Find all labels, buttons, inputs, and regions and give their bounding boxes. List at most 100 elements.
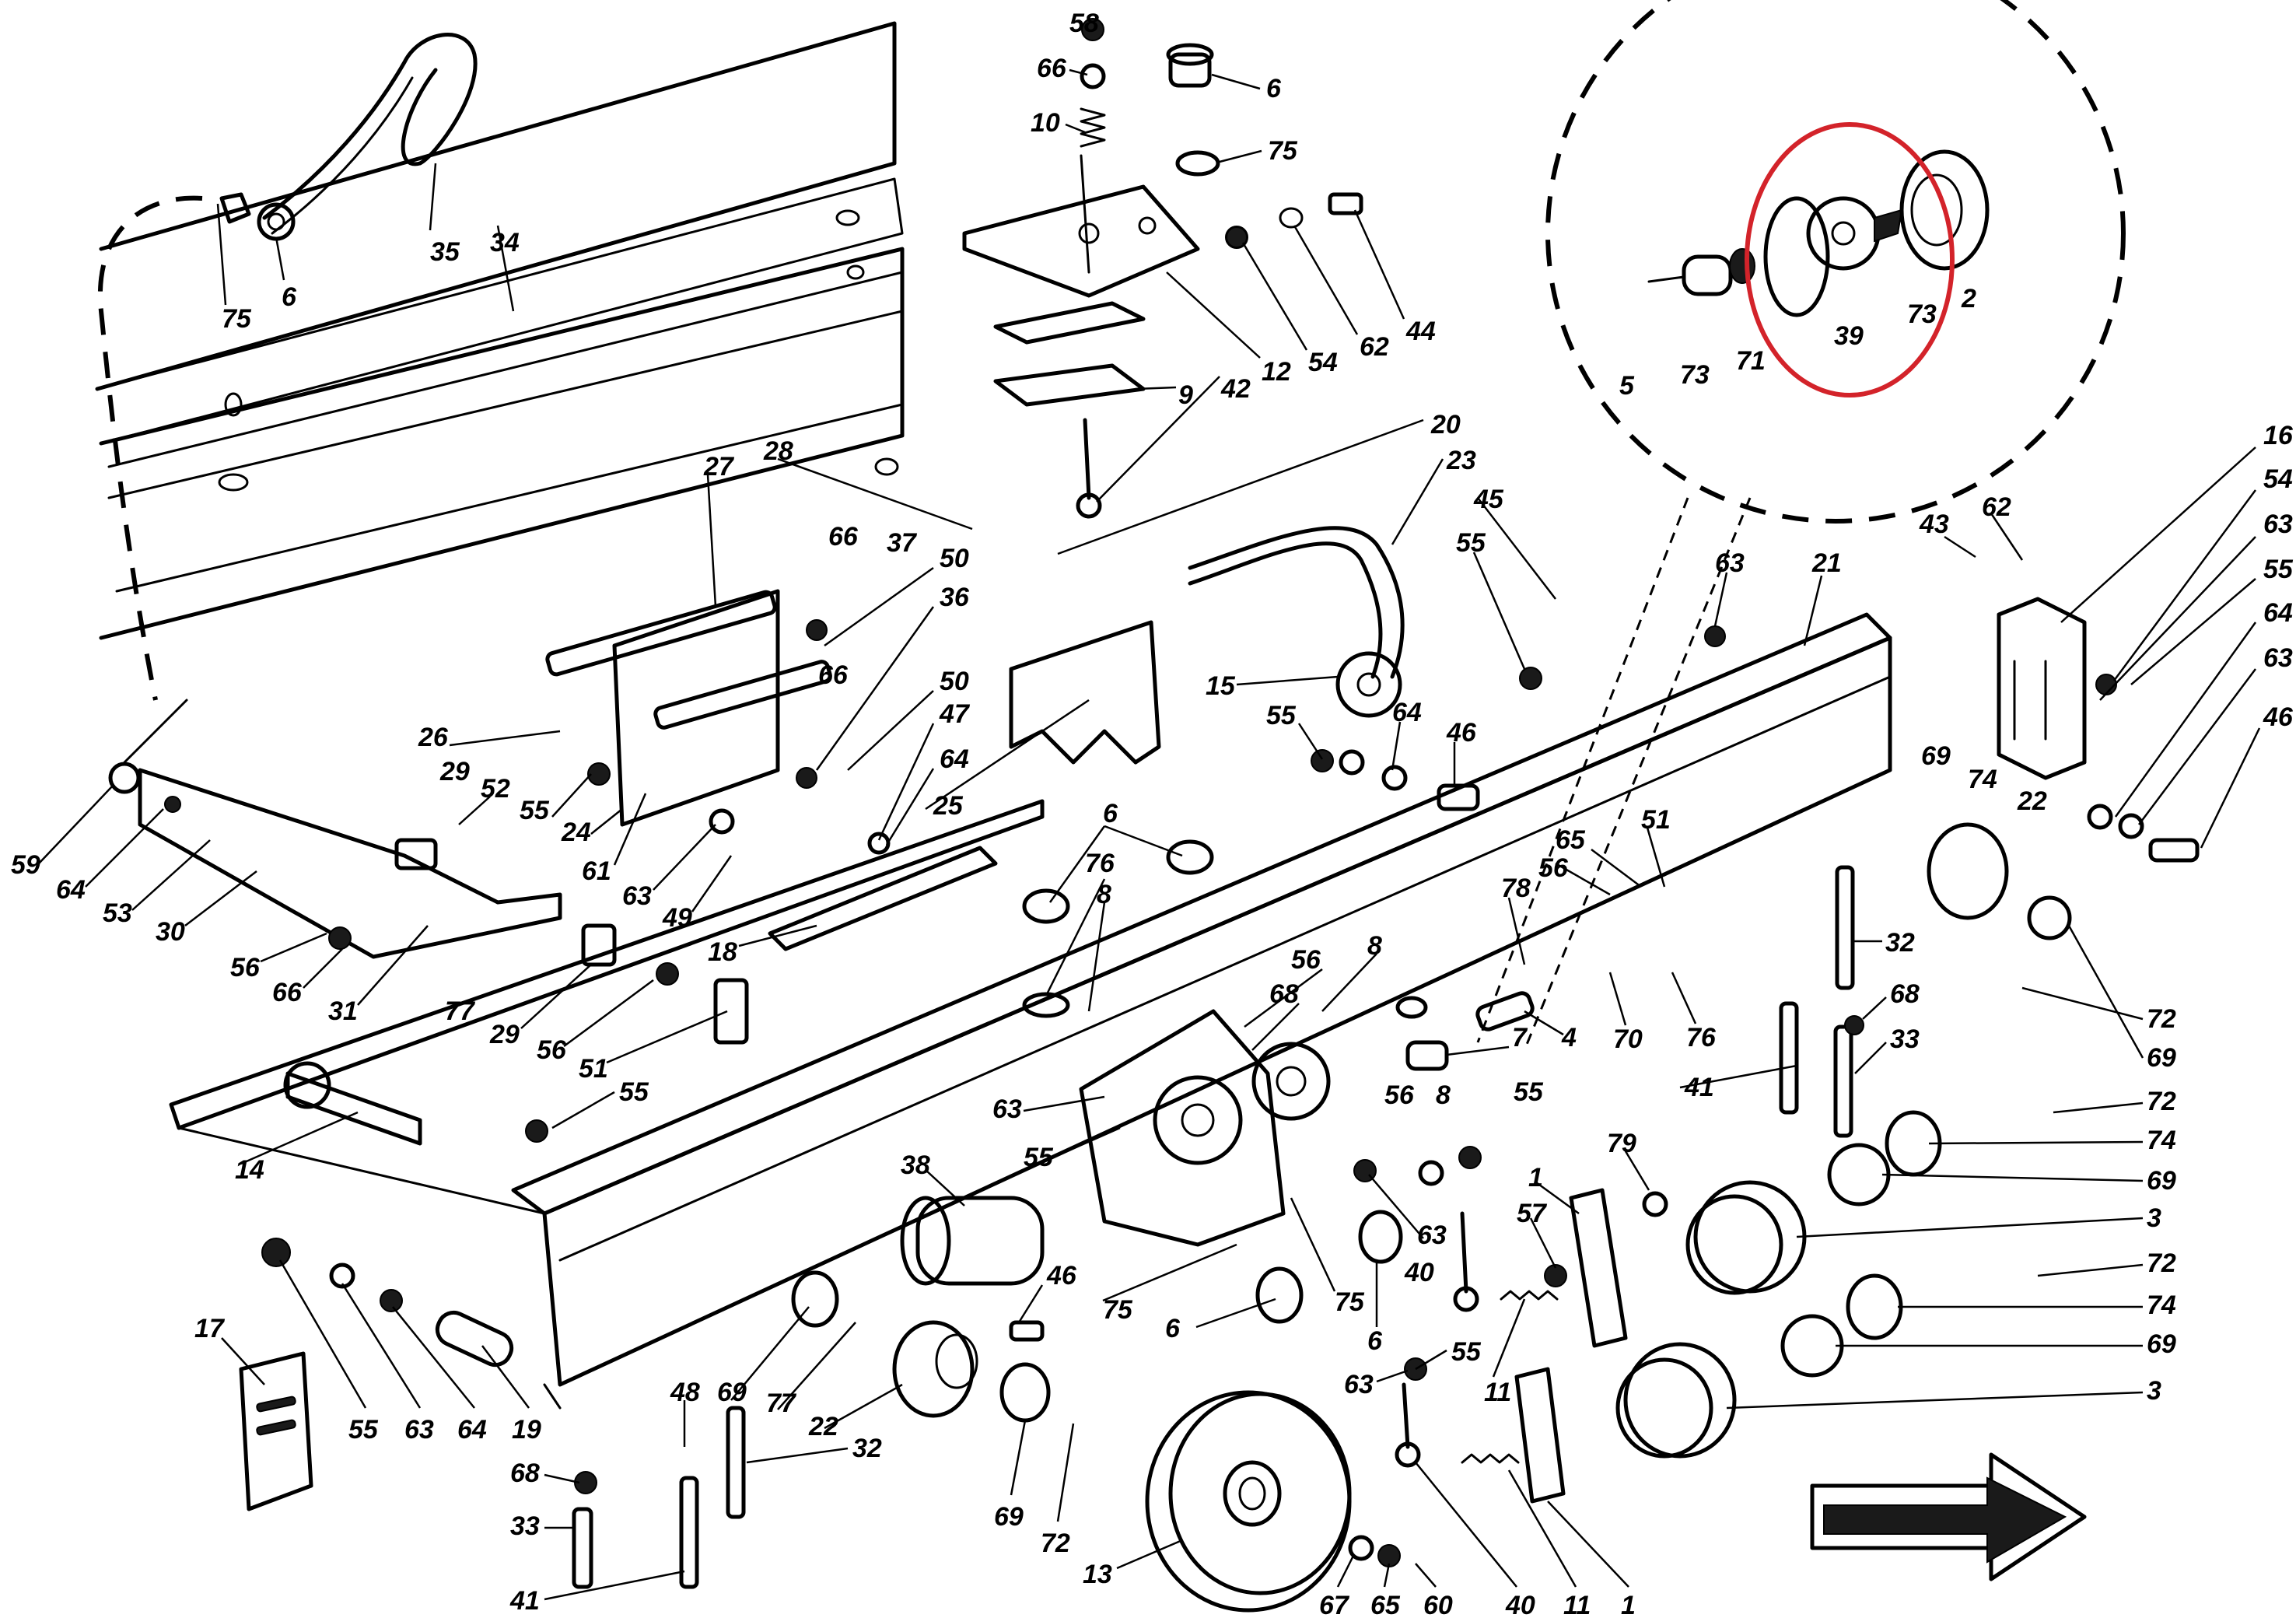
- part-label-26: 26: [418, 723, 449, 752]
- part-label-55: 55: [1514, 1077, 1544, 1107]
- part-label-38: 38: [901, 1150, 930, 1180]
- part-label-49: 49: [662, 903, 692, 933]
- part-label-69: 69: [2147, 1043, 2176, 1073]
- part-label-66: 66: [1037, 54, 1067, 83]
- auger-shaft: [283, 1061, 422, 1146]
- part-label-34: 34: [490, 228, 520, 257]
- part-label-31: 31: [328, 996, 358, 1026]
- cable-coil: [97, 33, 478, 701]
- part-label-62: 62: [1360, 332, 1389, 362]
- sleeve: [435, 1310, 514, 1368]
- part-label-78: 78: [1501, 874, 1531, 903]
- hardware: [108, 226, 2200, 1567]
- part-label-29: 29: [439, 757, 470, 786]
- part-label-50: 50: [940, 544, 969, 573]
- part-label-72: 72: [2147, 1249, 2176, 1278]
- part-label-29: 29: [489, 1020, 520, 1049]
- part-label-55: 55: [1266, 701, 1297, 730]
- part-label-71: 71: [1736, 346, 1766, 376]
- part-label-63: 63: [1417, 1221, 1447, 1250]
- part-label-63: 63: [1715, 548, 1745, 578]
- part-label-46: 46: [2263, 702, 2294, 732]
- part-label-11: 11: [1563, 1591, 1591, 1618]
- part-label-63: 63: [2263, 510, 2293, 539]
- right-bracket: [1997, 597, 2087, 780]
- highlight-ellipse: [1745, 122, 1955, 397]
- gearbox-housing: [900, 1009, 1331, 1286]
- part-label-66: 66: [818, 660, 849, 690]
- part-label-6: 6: [1367, 1326, 1383, 1356]
- part-label-37: 37: [887, 528, 918, 558]
- part-label-74: 74: [2147, 1126, 2176, 1155]
- part-label-57: 57: [1517, 1199, 1548, 1228]
- main-frame-beam: [169, 612, 1892, 1410]
- part-label-2: 2: [1961, 284, 1976, 313]
- knob-assembly-top-left: [219, 192, 296, 241]
- part-label-63: 63: [622, 881, 652, 911]
- part-label-44: 44: [1405, 317, 1436, 346]
- part-label-76: 76: [1686, 1023, 1717, 1052]
- direction-arrow: [1810, 1452, 2087, 1581]
- part-label-14: 14: [235, 1155, 264, 1185]
- part-label-30: 30: [156, 917, 185, 947]
- part-label-74: 74: [2147, 1291, 2176, 1320]
- part-label-41: 41: [1684, 1073, 1714, 1102]
- part-label-51: 51: [579, 1054, 608, 1084]
- part-label-55: 55: [348, 1415, 379, 1445]
- top-bracket-plate: [962, 18, 1363, 519]
- part-label-72: 72: [1041, 1529, 1070, 1558]
- part-label-55: 55: [1456, 528, 1486, 558]
- part-label-69: 69: [2147, 1166, 2176, 1196]
- part-label-56: 56: [537, 1035, 567, 1065]
- part-label-56: 56: [1384, 1080, 1415, 1110]
- cover-plate: [239, 1351, 313, 1511]
- part-label-3: 3: [2147, 1203, 2161, 1233]
- part-label-46: 46: [1046, 1261, 1077, 1291]
- part-label-18: 18: [708, 937, 737, 967]
- part-label-79: 79: [1607, 1129, 1636, 1158]
- guard-plate: [1009, 620, 1161, 765]
- part-label-52: 52: [481, 774, 510, 804]
- part-label-9: 9: [1178, 380, 1193, 410]
- part-label-13: 13: [1083, 1560, 1112, 1589]
- part-label-32: 32: [852, 1434, 882, 1463]
- tension-arms: [1395, 1188, 1628, 1504]
- part-label-63: 63: [2263, 643, 2293, 673]
- part-label-45: 45: [1473, 485, 1504, 514]
- part-label-75: 75: [1268, 136, 1298, 166]
- part-label-67: 67: [1319, 1591, 1350, 1618]
- hub-pulley: [892, 1320, 1051, 1423]
- part-label-63: 63: [404, 1415, 434, 1445]
- large-pulley: [1145, 1390, 1352, 1613]
- drive-chain: [1188, 526, 1405, 718]
- part-label-60: 60: [1423, 1591, 1453, 1618]
- part-label-53: 53: [103, 898, 132, 928]
- part-label-64: 64: [56, 875, 86, 905]
- part-label-77: 77: [445, 996, 476, 1026]
- part-label-4: 4: [1561, 1023, 1577, 1052]
- part-label-55: 55: [2263, 555, 2294, 584]
- part-label-25: 25: [933, 791, 964, 821]
- mount-plate: [545, 589, 832, 827]
- part-label-61: 61: [582, 856, 611, 886]
- side-panel: [95, 21, 905, 640]
- part-label-68: 68: [1890, 979, 1920, 1009]
- part-label-50: 50: [940, 667, 969, 696]
- part-label-73: 73: [1907, 299, 1937, 329]
- part-label-46: 46: [1446, 718, 1477, 748]
- part-label-75: 75: [222, 304, 252, 334]
- part-label-32: 32: [1885, 928, 1915, 958]
- detail-callout: [1476, 0, 2126, 1051]
- part-label-33: 33: [510, 1511, 540, 1541]
- part-label-72: 72: [2147, 1087, 2176, 1116]
- part-label-70: 70: [1613, 1024, 1643, 1054]
- part-label-54: 54: [1308, 348, 1338, 377]
- part-label-51: 51: [1641, 805, 1671, 835]
- part-label-22: 22: [2017, 786, 2047, 816]
- part-label-6: 6: [1165, 1314, 1181, 1343]
- pins: [572, 865, 1855, 1589]
- part-label-28: 28: [763, 436, 793, 466]
- part-label-39: 39: [1834, 321, 1864, 351]
